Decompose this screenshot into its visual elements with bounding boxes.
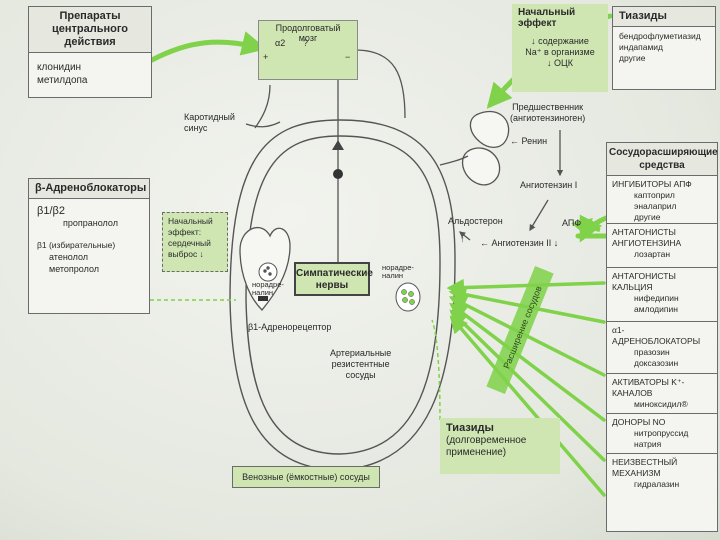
beta-blockers-box: β-Адреноблокаторы β1/β2 пропранолол β1 (… bbox=[28, 178, 150, 314]
kidney-shape bbox=[461, 110, 510, 186]
noradrenaline-vessel: норадре-налин bbox=[382, 263, 414, 280]
vascular-loop bbox=[229, 119, 456, 471]
angiotensinogen-label: Предшественник(ангиотензиноген) bbox=[510, 102, 586, 123]
heart-granule bbox=[258, 262, 278, 282]
medulla-label-2: мозг bbox=[298, 33, 318, 43]
aldosterone-label: Альдостерон bbox=[448, 216, 503, 226]
minus-sign: − bbox=[345, 52, 351, 62]
ace-label: АПФ bbox=[562, 218, 582, 228]
group-ace-inhibitors: ИНГИБИТОРЫ АПФ каптоприл эналаприл други… bbox=[607, 176, 717, 224]
nerve-up-triangle bbox=[332, 140, 344, 150]
medulla-box: Продолговатый мозг α2 ? + − bbox=[258, 20, 358, 80]
thiazides-top-box: Тиазиды бендрофлуметиазид индапамид друг… bbox=[612, 6, 716, 90]
nerve-node bbox=[333, 169, 343, 179]
beta-title: β-Адреноблокаторы bbox=[29, 179, 149, 199]
beta1-receptor-label: β1-Адренорецептор bbox=[248, 322, 332, 332]
angiotensin1-label: Ангиотензин I bbox=[520, 180, 578, 190]
arterial-granule bbox=[395, 282, 421, 312]
carotid-branch bbox=[254, 84, 271, 129]
question-mark: ? bbox=[303, 38, 309, 48]
raas-arrow-2 bbox=[529, 199, 549, 232]
initial-effect-heart: Начальный эффект: сердечный выброс ↓ bbox=[162, 212, 228, 272]
group-k-channel-activators: АКТИВАТОРЫ K⁺-КАНАЛОВ миноксидил® bbox=[607, 374, 717, 414]
alpha2-label: α2 bbox=[275, 38, 286, 48]
medulla-label-1: Продолговатый bbox=[275, 23, 341, 33]
group-unknown-mechanism: НЕИЗВЕСТНЫЙ МЕХАНИЗМ гидралазин bbox=[612, 457, 680, 489]
angiotensin2-label: ← Ангиотензин II ↓ bbox=[480, 238, 559, 248]
drug-clonidine: клонидин bbox=[37, 62, 82, 73]
noradrenaline-heart: норадре-налин bbox=[252, 280, 284, 297]
group-angiotensin-antagonists: АНТАГОНИСТЫ АНГИОТЕНЗИНА лозартан bbox=[607, 224, 717, 268]
vasodilation-band bbox=[486, 265, 554, 395]
venous-vessels-box: Венозные (ёмкостные) сосуды bbox=[232, 466, 380, 488]
group-alpha1-blockers: α1-АДРЕНОБЛОКАТОРЫ празозин доксазозин bbox=[607, 322, 717, 374]
group-calcium-antagonists: АНТАГОНИСТЫ КАЛЬЦИЯ нифедипин амлодипин bbox=[607, 268, 717, 322]
aldosterone-up-arrow: ↑ bbox=[460, 234, 465, 244]
plus-sign: + bbox=[263, 52, 269, 62]
drug-methyldopa: метилдопа bbox=[37, 75, 88, 86]
vasodilator-arrows bbox=[446, 278, 606, 497]
thiazides-top-title: Тиазиды bbox=[613, 7, 715, 27]
renin-label: ← Ренин bbox=[510, 136, 548, 146]
group-no-donors: ДОНОРЫ NO нитропруссид натрия bbox=[607, 414, 717, 454]
thiazides-long-term: Тиазиды (долговременное применение) bbox=[440, 418, 560, 474]
